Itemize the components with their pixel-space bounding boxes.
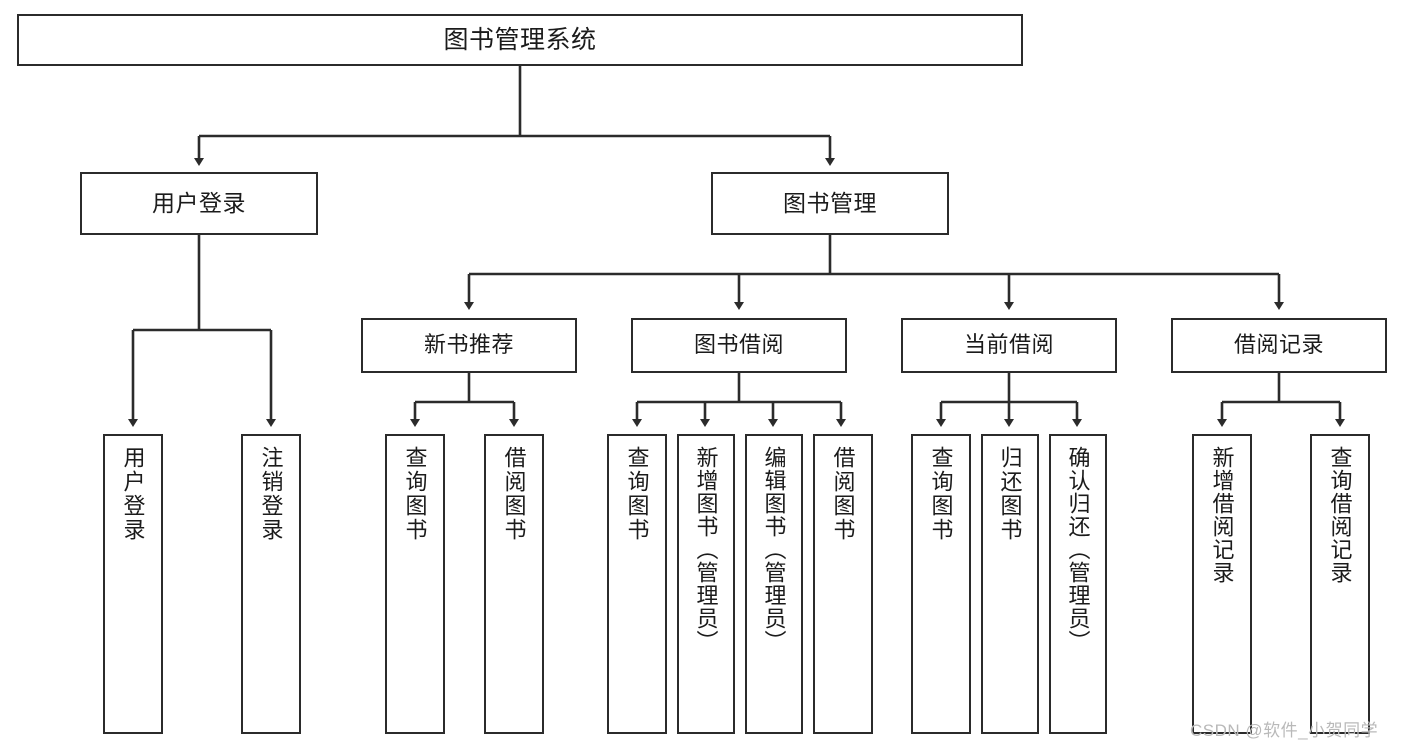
leaf-book-borrow-edit-book-admin[interactable]: 编辑图书（管理员）: [745, 434, 803, 734]
node-label: 图书管理系统: [443, 25, 597, 54]
leaf-new-book-query-book[interactable]: 查询图书: [385, 434, 445, 734]
node-label: 新书推荐: [423, 332, 514, 358]
leaf-book-borrow-add-book-admin[interactable]: 新增图书（管理员）: [677, 434, 735, 734]
node-label: 新增图书（管理员）: [693, 446, 719, 653]
node-label: 借阅图书: [830, 446, 856, 542]
node-label: 编辑图书（管理员）: [761, 446, 787, 653]
leaf-borrow-record-query-record[interactable]: 查询借阅记录: [1310, 434, 1370, 734]
node-new-book-recommend[interactable]: 新书推荐: [361, 318, 577, 373]
node-label: 确认归还（管理员）: [1065, 446, 1091, 653]
node-label: 注销登录: [258, 446, 284, 542]
leaf-book-borrow-query-book[interactable]: 查询图书: [607, 434, 667, 734]
node-label: 图书管理: [783, 190, 877, 217]
node-label: 新增借阅记录: [1209, 446, 1235, 584]
node-label: 图书借阅: [693, 332, 784, 358]
node-book-borrow[interactable]: 图书借阅: [631, 318, 847, 373]
node-label: 用户登录: [152, 190, 246, 217]
csdn-watermark: CSDN @软件_小贺同学: [1190, 721, 1379, 740]
leaf-current-borrow-return-book[interactable]: 归还图书: [981, 434, 1039, 734]
node-user-login[interactable]: 用户登录: [80, 172, 318, 235]
leaf-current-borrow-confirm-return-admin[interactable]: 确认归还（管理员）: [1049, 434, 1107, 734]
node-current-borrow[interactable]: 当前借阅: [901, 318, 1117, 373]
node-root-system[interactable]: 图书管理系统: [17, 14, 1023, 66]
node-label: 查询借阅记录: [1327, 446, 1353, 584]
node-label: 用户登录: [120, 446, 146, 542]
leaf-borrow-record-add-record[interactable]: 新增借阅记录: [1192, 434, 1252, 734]
node-borrow-record[interactable]: 借阅记录: [1171, 318, 1387, 373]
node-book-management[interactable]: 图书管理: [711, 172, 949, 235]
leaf-user-login-login[interactable]: 用户登录: [103, 434, 163, 734]
node-label: 借阅记录: [1233, 332, 1324, 358]
node-label: 查询图书: [402, 446, 428, 542]
leaf-user-login-logout[interactable]: 注销登录: [241, 434, 301, 734]
node-label: 查询图书: [624, 446, 650, 542]
leaf-book-borrow-borrow-book[interactable]: 借阅图书: [813, 434, 873, 734]
node-label: 当前借阅: [963, 332, 1054, 358]
node-label: 借阅图书: [501, 446, 527, 542]
leaf-new-book-borrow-book[interactable]: 借阅图书: [484, 434, 544, 734]
leaf-current-borrow-query-book[interactable]: 查询图书: [911, 434, 971, 734]
node-label: 查询图书: [928, 446, 954, 542]
node-label: 归还图书: [997, 446, 1023, 542]
